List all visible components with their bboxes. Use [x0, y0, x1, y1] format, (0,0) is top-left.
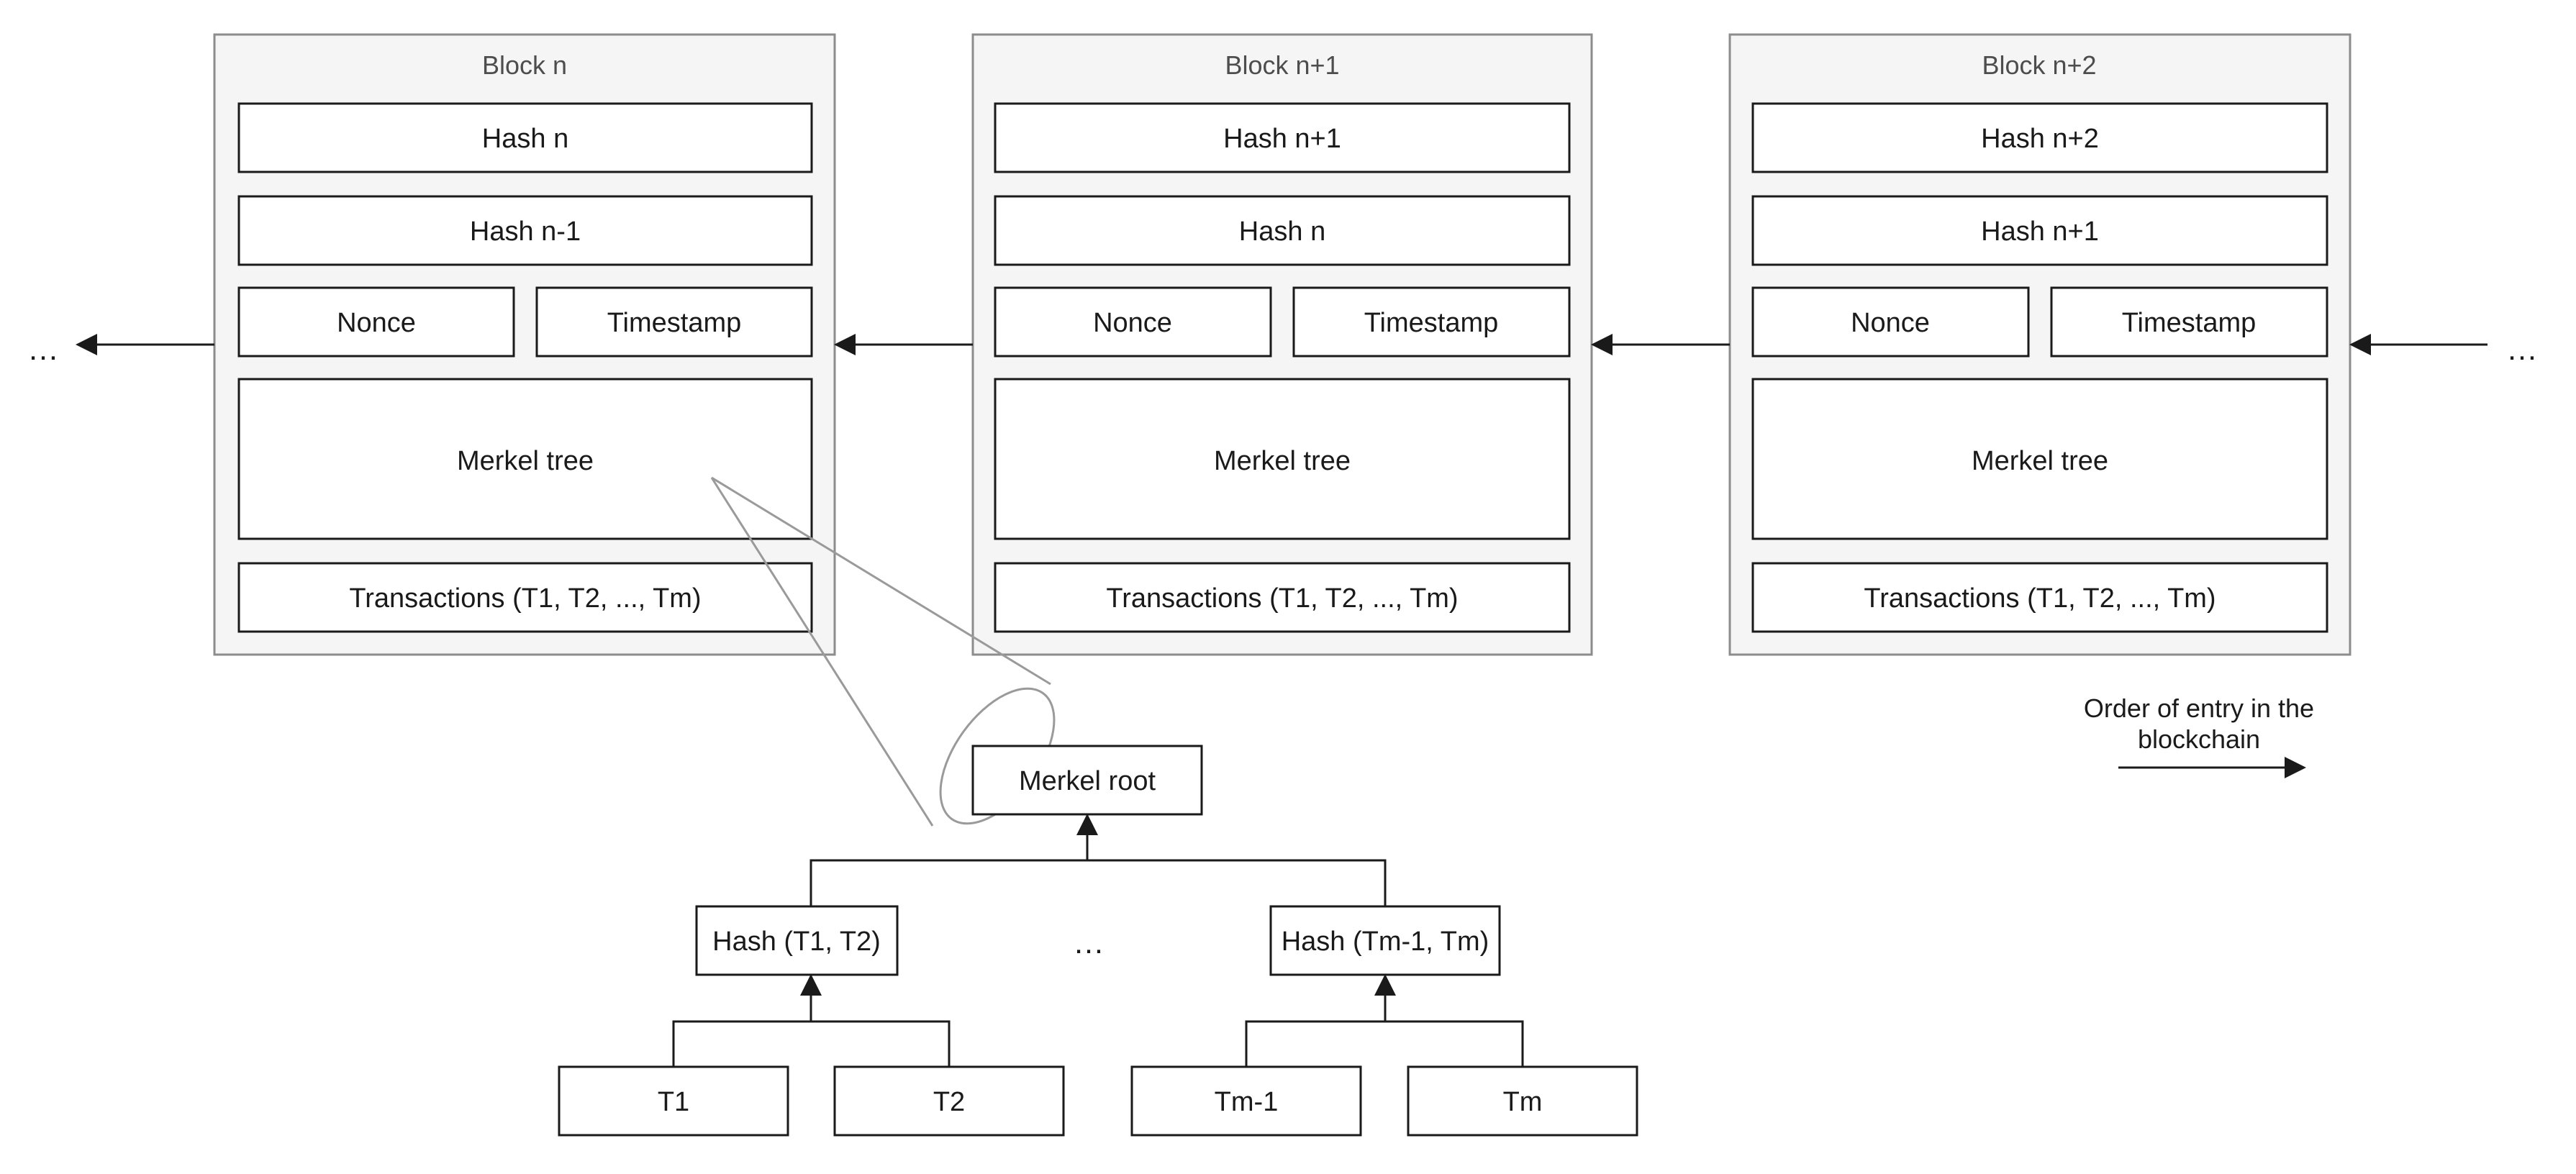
block-n-plus-1: Block n+1 Hash n+1 Hash n Nonce Timestam…	[971, 33, 1593, 656]
transactions-field	[994, 562, 1571, 633]
timestamp-field	[1292, 286, 1571, 358]
merkel-tree-field	[237, 378, 813, 540]
leaf-t2-label: T2	[933, 1087, 965, 1117]
prev-hash-label: Hash n-1	[470, 217, 581, 247]
merkel-tree-label: Merkel tree	[457, 446, 594, 476]
block-title: Block n+2	[1982, 50, 2096, 80]
transactions-field	[237, 562, 813, 633]
merkel-tree-label: Merkel tree	[1972, 446, 2108, 476]
legend-line-2: blockchain	[2138, 724, 2260, 754]
hash-label: Hash n+2	[1981, 124, 2099, 154]
nonce-field	[237, 286, 515, 358]
transactions-label: Transactions (T1, T2, ..., Tm)	[1106, 583, 1458, 614]
timestamp-label: Timestamp	[2122, 308, 2257, 338]
right-hash-connector	[1245, 976, 1524, 1067]
prev-hash-field	[994, 195, 1571, 266]
chain-links: … …	[27, 332, 2538, 367]
hash-field	[237, 102, 813, 173]
nonce-field	[1751, 286, 2030, 358]
block-title: Block n+1	[1225, 50, 1339, 80]
transactions-field	[1751, 562, 2328, 633]
timestamp-label: Timestamp	[1364, 308, 1499, 338]
block-n: Block n Hash n Hash n-1 Nonce Timestamp …	[213, 33, 836, 656]
root-connector	[809, 816, 1387, 906]
leaf-tm-node	[1407, 1065, 1638, 1137]
merkel-tree-label: Merkel tree	[1214, 446, 1351, 476]
prev-hash-field	[1751, 195, 2328, 266]
nonce-label: Nonce	[1093, 308, 1172, 338]
prev-hash-field	[237, 195, 813, 266]
merkel-tree-field	[994, 378, 1571, 540]
leaf-tm1-label: Tm-1	[1215, 1087, 1279, 1117]
left-hash-connector	[672, 976, 951, 1067]
timestamp-field	[2050, 286, 2328, 358]
timestamp-field	[535, 286, 813, 358]
hash-tm1-tm-label: Hash (Tm-1, Tm)	[1282, 927, 1489, 957]
nonce-label: Nonce	[337, 308, 416, 338]
hash-field	[1751, 102, 2328, 173]
hash-label: Hash n+1	[1223, 124, 1341, 154]
prev-hash-label: Hash n+1	[1981, 217, 2099, 247]
chain-ellipsis-right: …	[2506, 332, 2538, 367]
legend-line-1: Order of entry in the	[2084, 693, 2314, 723]
hash-t1-t2-label: Hash (T1, T2)	[712, 927, 881, 957]
hash-label: Hash n	[482, 124, 568, 154]
transactions-label: Transactions (T1, T2, ..., Tm)	[349, 583, 701, 614]
leaf-t2-node	[833, 1065, 1065, 1137]
leaf-t1-node	[558, 1065, 789, 1137]
chain-ellipsis-left: …	[27, 332, 59, 367]
leaf-t1-label: T1	[658, 1087, 689, 1117]
block-n-plus-2: Block n+2 Hash n+2 Hash n+1 Nonce Timest…	[1728, 33, 2351, 656]
zoom-cone-edge-bottom	[710, 477, 934, 827]
nonce-label: Nonce	[1851, 308, 1930, 338]
merkel-root-label: Merkel root	[1019, 766, 1156, 796]
transactions-label: Transactions (T1, T2, ..., Tm)	[1864, 583, 2216, 614]
timestamp-label: Timestamp	[607, 308, 742, 338]
order-legend: Order of entry in the blockchain	[2084, 693, 2314, 778]
prev-hash-label: Hash n	[1239, 217, 1325, 247]
leaf-tm1-node	[1130, 1065, 1362, 1137]
nonce-field	[994, 286, 1272, 358]
merkle-tree: Merkel root Hash (T1, T2) Hash (Tm-1, Tm…	[558, 745, 1638, 1137]
merkle-middle-ellipsis: …	[1073, 925, 1105, 960]
hash-field	[994, 102, 1571, 173]
merkel-tree-field	[1751, 378, 2328, 540]
zoom-cone-edge-top	[711, 476, 1051, 686]
leaf-tm-label: Tm	[1503, 1087, 1543, 1117]
block-title: Block n	[482, 50, 567, 80]
